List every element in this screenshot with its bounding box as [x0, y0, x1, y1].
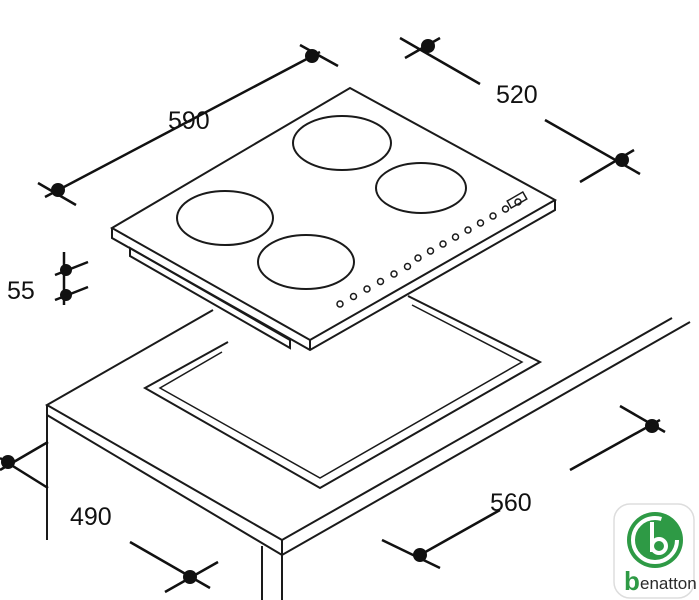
control-knobs: [336, 198, 522, 308]
control-knob: [336, 300, 344, 308]
countertop: [44, 309, 691, 600]
dimension-560: 560: [381, 404, 666, 570]
display-indicator: [506, 191, 528, 209]
dimension-label-560: 560: [490, 489, 532, 517]
dimension-label-590: 590: [168, 107, 210, 135]
control-knob: [403, 262, 412, 271]
control-knob: [501, 205, 510, 213]
burner-rear-left: [292, 115, 392, 171]
burner-front-left: [176, 190, 274, 246]
control-knob: [414, 254, 422, 262]
control-knob: [464, 226, 472, 234]
dimension-label-55: 55: [7, 277, 35, 305]
burner-front-right: [257, 234, 355, 290]
control-knob: [390, 270, 398, 278]
burners: [176, 115, 467, 290]
hob-body: [109, 86, 558, 352]
burner-rear-right: [375, 162, 467, 214]
dimension-label-490: 490: [70, 503, 112, 531]
control-knob: [451, 233, 460, 241]
control-knob: [439, 240, 447, 248]
control-knob: [426, 247, 435, 255]
dimension-55: 55: [7, 252, 89, 305]
dimension-490: 490: [0, 440, 219, 594]
dimension-520: 520: [399, 36, 641, 184]
cutout: [142, 295, 543, 490]
control-knob: [363, 285, 371, 293]
dimension-590: 590: [37, 43, 339, 207]
benatton-logo: b enatton: [613, 503, 697, 599]
dimension-label-520: 520: [496, 81, 538, 109]
control-knob: [349, 292, 358, 301]
control-knob: [376, 277, 385, 286]
logo-text: enatton: [640, 574, 697, 593]
control-knob: [489, 212, 497, 220]
control-knob: [476, 219, 485, 227]
svg-text:b: b: [624, 566, 640, 596]
